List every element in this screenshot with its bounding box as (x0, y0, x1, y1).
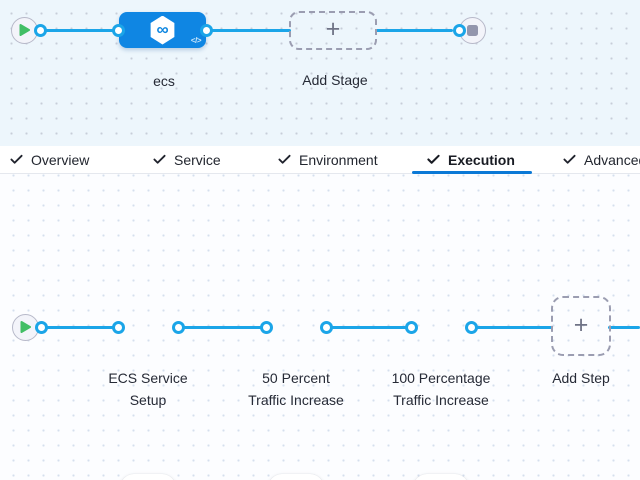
check-icon (10, 154, 23, 164)
tab-label: Advanced (584, 151, 640, 168)
execution-canvas[interactable]: </> ECS Service Setup </> 50 Percent Tra… (0, 174, 640, 480)
play-icon (19, 24, 30, 36)
tab-label: Overview (31, 151, 90, 168)
connector-line (204, 28, 291, 32)
connector-port (111, 320, 125, 334)
connector-port (464, 320, 478, 334)
execution-start-node[interactable] (11, 313, 39, 341)
connector-port (33, 23, 47, 37)
step-node-50-percent-traffic[interactable]: </> (268, 474, 324, 480)
stage-node-ecs[interactable]: ∞ </> (119, 12, 206, 48)
add-stage-button[interactable]: + (289, 11, 377, 50)
connector-line (608, 325, 640, 329)
stage-config-tabbar: Overview Service Environment Execution A… (0, 146, 640, 174)
connector-port (34, 320, 48, 334)
step-label: 50 Percent Traffic Increase (248, 370, 344, 408)
connector-port (171, 320, 185, 334)
connector-port (112, 23, 125, 37)
code-icon[interactable]: </> (190, 36, 202, 45)
check-icon (153, 154, 166, 164)
connector-port (452, 23, 466, 37)
tab-environment[interactable]: Environment (278, 146, 378, 173)
pipeline-start-node[interactable] (10, 16, 38, 44)
harness-cd-icon: ∞ (150, 15, 175, 45)
tab-overview[interactable]: Overview (10, 146, 89, 173)
tab-label: Execution (448, 151, 515, 168)
active-tab-underline (412, 171, 532, 174)
tab-execution[interactable]: Execution (427, 146, 515, 173)
add-step-label: Add Step (552, 370, 610, 386)
add-step-button[interactable]: + (551, 296, 611, 356)
connector-line (44, 325, 118, 329)
connector-line (43, 28, 120, 32)
check-icon (278, 154, 291, 164)
plus-icon: + (573, 310, 589, 339)
connector-port (200, 23, 213, 37)
plus-icon: + (325, 15, 341, 43)
step-label: 100 Percentage Traffic Increase (391, 370, 491, 408)
connector-line (375, 28, 453, 32)
stop-icon (466, 24, 478, 36)
tab-label: Service (174, 151, 221, 168)
connector-port (404, 320, 418, 334)
connector-port (319, 320, 333, 334)
connector-port (259, 320, 273, 334)
step-label: ECS Service Setup (108, 370, 188, 408)
connector-line (470, 325, 552, 329)
step-node-100-percentage-traffic[interactable]: </> (413, 474, 469, 480)
tab-label: Environment (299, 151, 378, 168)
connector-line (178, 325, 266, 329)
add-stage-label: Add Stage (302, 72, 368, 88)
play-icon (20, 321, 31, 333)
check-icon (427, 154, 440, 164)
tab-advanced[interactable]: Advanced (563, 146, 640, 173)
tab-service[interactable]: Service (153, 146, 221, 173)
stage-canvas[interactable]: ∞ </> ecs + Add Stage (0, 0, 640, 146)
connector-line (324, 325, 411, 329)
stage-label: ecs (153, 73, 175, 89)
step-node-ecs-service-setup[interactable]: </> (120, 474, 176, 480)
check-icon (563, 154, 576, 164)
